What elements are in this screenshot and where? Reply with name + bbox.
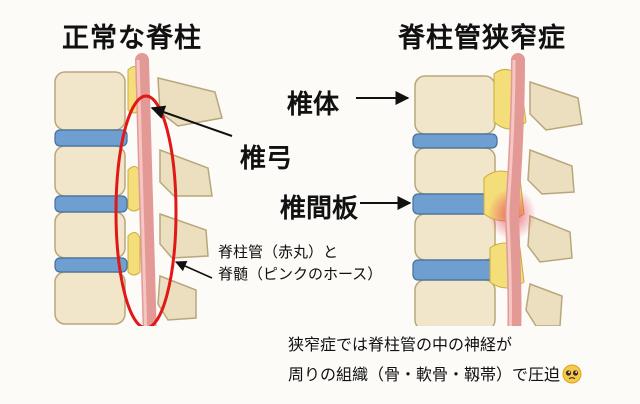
stenosis-vertebral-arch <box>529 80 583 131</box>
normal-spine-title: 正常な脊柱 <box>62 23 202 54</box>
normal-intervertebral-disc <box>54 129 128 147</box>
spinal-canal-label-line1: 脊柱管（赤丸）と <box>218 243 339 261</box>
stenosis-title: 脊柱管狭窄症 <box>398 23 566 54</box>
normal-vertebral-arch <box>159 212 209 259</box>
caption-background <box>0 326 640 400</box>
normal-vertebral-body <box>54 271 126 325</box>
spinal-canal-label-line2: 脊髄（ピンクのホース） <box>218 264 383 283</box>
pleading-face-icon <box>562 364 582 384</box>
canal-pointer-arrow <box>174 260 213 279</box>
spinal-canal-label: 脊柱管（赤丸）と 脊髄（ピンクのホース） <box>218 242 382 286</box>
caption-line2-text: 周りの組織（骨・軟骨・靱帯）で圧迫 <box>288 364 561 384</box>
normal-ligament <box>127 166 141 212</box>
normal-vertebral-body <box>54 145 126 197</box>
normal-intervertebral-disc <box>54 195 128 213</box>
normal-vertebral-body <box>54 71 126 131</box>
normal-vertebral-arch <box>157 274 197 321</box>
stenosis-vertebral-arch <box>527 214 573 263</box>
caption-line2: 周りの組織（骨・軟骨・靱帯）で圧迫 <box>288 360 582 390</box>
stenosis-vertebral-arch <box>525 282 563 327</box>
normal-vertebral-body <box>54 211 126 259</box>
stenosis-vertebral-body <box>414 75 496 135</box>
normal-ligament <box>127 232 141 276</box>
vertebral-body-label: 椎体 <box>287 90 340 120</box>
normal-spinal-cord <box>135 53 157 347</box>
normal-vertebral-arch <box>157 77 223 127</box>
arch-pointer-arrow <box>150 105 233 137</box>
stenosis-intervertebral-disc <box>412 133 498 149</box>
stenosis-vertebral-body <box>414 279 496 331</box>
compressed-spinal-cord <box>504 53 525 347</box>
stenosis-vertebral-arch <box>527 148 575 195</box>
stenosis-intervertebral-disc <box>412 259 500 281</box>
normal-vertebral-arch <box>159 148 213 197</box>
stenosis-spine <box>356 53 583 347</box>
vertebral-arch-label: 椎弓 <box>240 144 293 174</box>
stenosis-vertebral-body <box>414 147 496 195</box>
caption-line1: 狭窄症では脊柱管の中の神経が <box>288 335 513 354</box>
caption-block: 狭窄症では脊柱管の中の神経が 周りの組織（骨・軟骨・靱帯）で圧迫 <box>288 330 582 389</box>
normal-intervertebral-disc <box>54 257 128 273</box>
normal-spine <box>54 53 233 347</box>
stenosis-vertebral-body <box>414 213 496 261</box>
intervertebral-disc-label: 椎間板 <box>280 194 359 224</box>
